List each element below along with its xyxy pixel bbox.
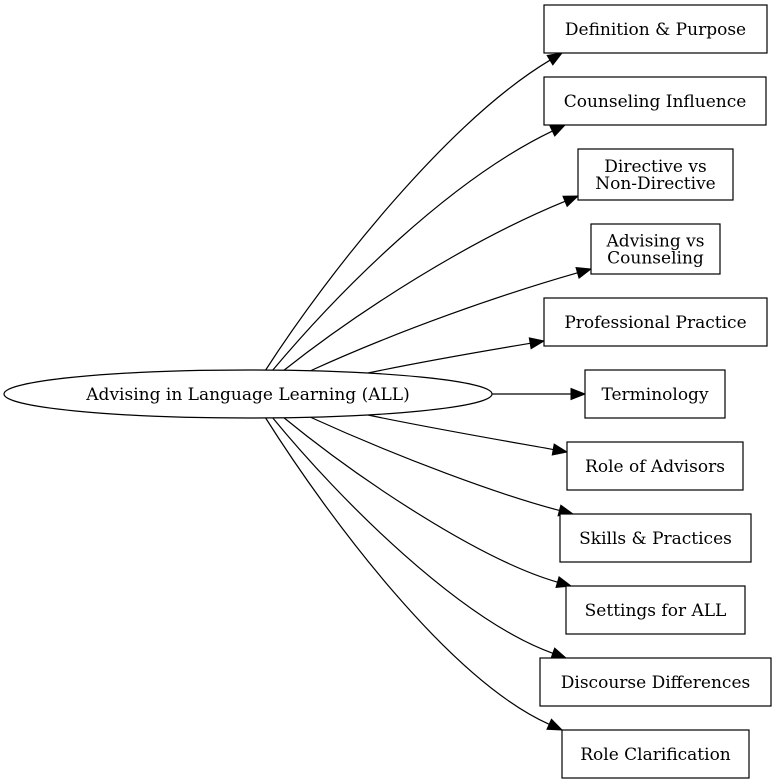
node-definition[interactable]: Definition & Purpose: [543, 4, 768, 54]
edge-root-to-skills-practices: [309, 416, 560, 512]
node-box: [565, 585, 746, 635]
node-box: [543, 4, 768, 54]
node-skills-practices[interactable]: Skills & Practices: [559, 513, 752, 563]
node-label: Directive vs: [604, 157, 706, 177]
node-role-clarification[interactable]: Role Clarification: [561, 729, 750, 779]
edge-root-to-counseling-influence: [271, 130, 553, 372]
nodes-layer: Advising in Language Learning (ALL) Defi…: [3, 4, 772, 779]
arrowhead-icon: [546, 52, 564, 66]
edge-root-to-professional-practice: [367, 342, 531, 374]
node-box: [543, 76, 767, 126]
node-box: [543, 297, 768, 347]
node-box: [584, 369, 726, 419]
edge-root-to-directive: [282, 200, 566, 372]
node-terminology[interactable]: Terminology: [584, 369, 726, 419]
node-settings[interactable]: Settings for ALL: [565, 585, 746, 635]
root-node-ellipse: [3, 369, 493, 419]
node-box: [561, 729, 750, 779]
node-box: [566, 441, 744, 491]
arrowhead-icon: [550, 647, 568, 659]
node-discourse-differences[interactable]: Discourse Differences: [539, 657, 772, 707]
node-label: Non-Directive: [595, 174, 716, 194]
arrowhead-icon: [570, 387, 587, 401]
node-label: Skills & Practices: [579, 529, 732, 549]
node-label: Definition & Purpose: [565, 20, 746, 40]
arrowhead-icon: [575, 266, 593, 279]
edge-root-to-advising-vs-counseling: [309, 272, 578, 372]
node-label: Terminology: [601, 385, 709, 405]
node-label: Discourse Differences: [561, 673, 750, 693]
node-label: Role of Advisors: [585, 457, 725, 477]
edge-root-to-settings: [282, 416, 558, 583]
node-label: Settings for ALL: [585, 601, 727, 621]
node-counseling-influence[interactable]: Counseling Influence: [543, 76, 767, 126]
edge-root-to-definition: [264, 59, 551, 372]
arrowhead-icon: [555, 576, 573, 589]
node-label: Role Clarification: [580, 745, 731, 765]
edge-root-to-role-clarification: [264, 416, 550, 725]
root-node-label: Advising in Language Learning (ALL): [85, 385, 409, 405]
edges-layer: [264, 52, 593, 731]
node-label: Counseling: [607, 249, 704, 269]
arrowhead-icon: [549, 124, 567, 137]
arrowhead-icon: [546, 718, 564, 731]
node-box: [577, 148, 734, 201]
edge-root-to-discourse-differences: [271, 416, 554, 654]
node-label: Professional Practice: [564, 313, 746, 333]
node-label: Counseling Influence: [564, 92, 747, 112]
root-node[interactable]: Advising in Language Learning (ALL): [3, 369, 493, 419]
node-professional-practice[interactable]: Professional Practice: [543, 297, 768, 347]
arrowhead-icon: [528, 337, 546, 350]
node-box: [590, 223, 721, 275]
arrowhead-icon: [551, 443, 569, 456]
node-role-of-advisors[interactable]: Role of Advisors: [566, 441, 744, 491]
arrowhead-icon: [562, 195, 580, 208]
edge-root-to-role-of-advisors: [367, 414, 554, 451]
node-box: [539, 657, 772, 707]
node-box: [559, 513, 752, 563]
node-label: Advising vs: [606, 232, 705, 252]
